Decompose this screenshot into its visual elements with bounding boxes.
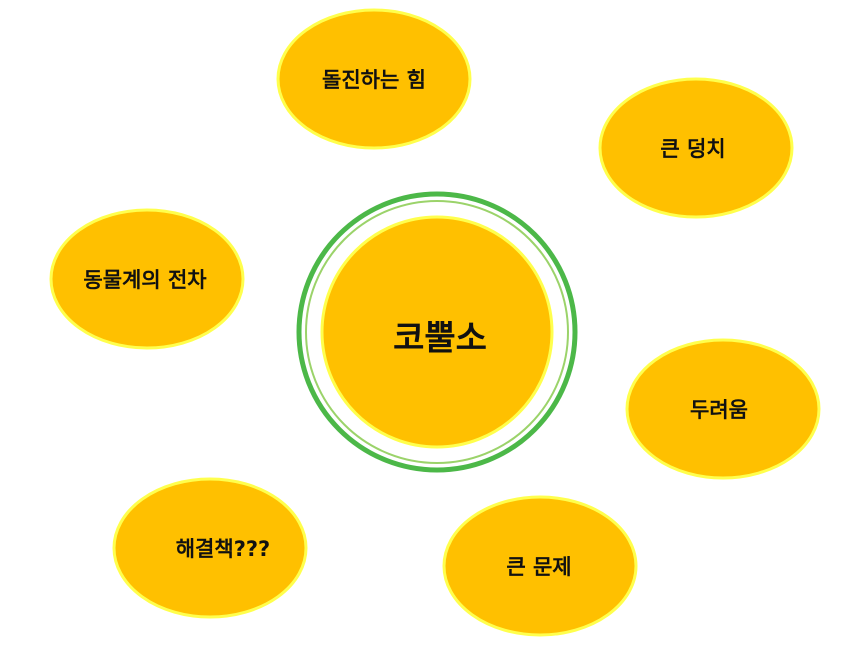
node-label: 큰 문제	[506, 555, 571, 579]
node-label: 해결책???	[176, 537, 271, 561]
node-ellipse	[276, 8, 472, 150]
center-node-circle	[320, 215, 554, 449]
node-ellipse	[442, 495, 638, 637]
center-node-label: 코뿔소	[393, 319, 487, 359]
node-ellipse	[49, 208, 245, 350]
node-ellipse	[625, 338, 821, 480]
node-ellipse	[112, 477, 308, 619]
node-label: 큰 덩치	[660, 137, 725, 161]
node-tank: 동물계의 전차	[49, 208, 245, 350]
node-big-problem: 큰 문제	[442, 495, 638, 637]
center-ring-inner	[305, 200, 569, 464]
node-label: 동물계의 전차	[83, 268, 207, 292]
node-label: 돌진하는 힘	[322, 68, 426, 92]
node-fear: 두려움	[625, 338, 821, 480]
center-ring-outer	[296, 191, 578, 473]
node-solution: 해결책???	[112, 477, 308, 619]
node-big-body: 큰 덩치	[598, 77, 794, 219]
center-node: 코뿔소	[320, 215, 554, 449]
node-charging-power: 돌진하는 힘	[276, 8, 472, 150]
node-ellipse	[598, 77, 794, 219]
node-label: 두려움	[690, 398, 748, 422]
